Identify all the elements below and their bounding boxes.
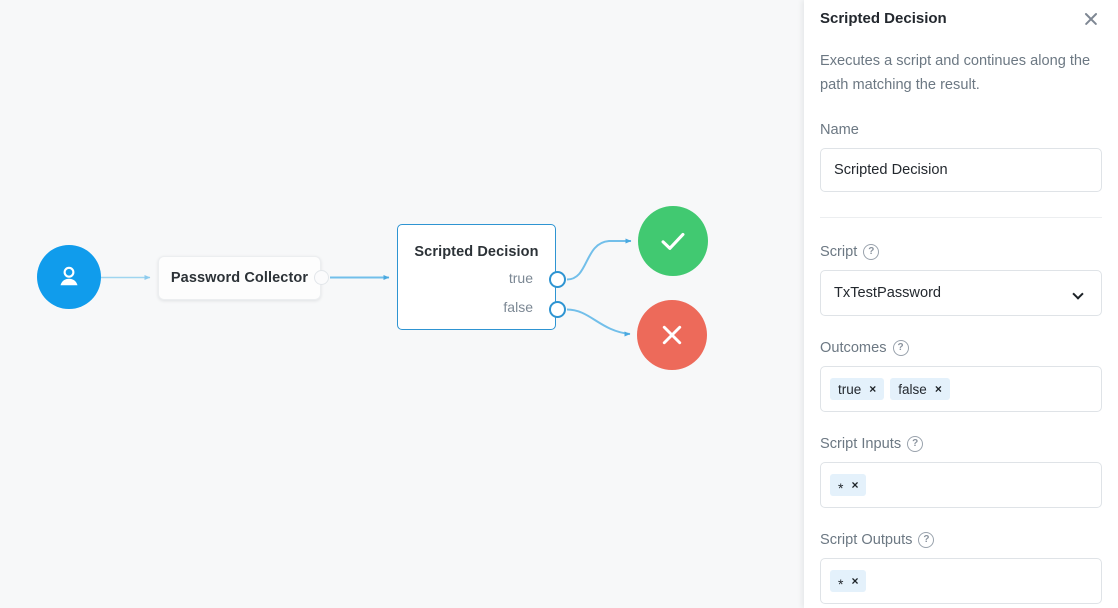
script-outputs-field[interactable]: * × [820,558,1102,604]
node-title: Password Collector [170,270,309,286]
node-outcome-label-false: false [503,299,533,315]
script-label: Script ? [820,244,1102,260]
port-outcome-false[interactable] [549,301,566,318]
chip-outcome-true[interactable]: true × [830,378,885,400]
chip-label: true [838,381,862,397]
node-scripted-decision[interactable]: Scripted Decision true false [397,224,556,330]
chip-script-output-all[interactable]: * × [830,570,867,592]
chip-remove-icon[interactable]: × [851,478,859,492]
check-icon [661,232,685,250]
panel-description: Executes a script and continues along th… [820,53,1091,93]
help-icon-glyph: ? [923,533,930,545]
script-select-value: TxTestPassword [834,285,942,301]
help-icon-glyph: ? [868,245,875,257]
panel-header: Scripted Decision [820,0,1102,30]
name-label: Name [820,122,1102,138]
help-icon[interactable]: ? [892,340,909,356]
node-success[interactable] [638,206,708,276]
name-field[interactable]: Scripted Decision [820,148,1102,192]
script-outputs-label-text: Script Outputs [820,532,913,548]
script-inputs-label-text: Script Inputs [820,436,902,452]
page-title: Scripted Decision [820,10,947,27]
user-icon [60,266,78,286]
node-failure[interactable] [637,300,707,370]
outcomes-label-text: Outcomes [820,340,887,356]
chevron-down-icon [1074,290,1084,296]
chip-label: false [898,381,927,397]
outcomes-label: Outcomes ? [820,340,1102,356]
script-outputs-label: Script Outputs ? [820,532,1102,548]
section-divider [820,217,1102,218]
close-icon[interactable] [1080,8,1102,30]
start-node[interactable] [37,245,101,309]
chip-outcome-false[interactable]: false × [890,378,950,400]
flow-canvas[interactable]: Password Collector Scripted Decision tru… [0,0,804,608]
chip-script-input-all[interactable]: * × [830,474,867,496]
chip-label: * [838,479,844,496]
help-icon[interactable]: ? [918,532,935,548]
name-label-text: Name [820,122,859,138]
outcomes-field[interactable]: true × false × [820,366,1102,412]
script-inputs-label: Script Inputs ? [820,436,1102,452]
help-icon-glyph: ? [912,437,919,449]
script-label-text: Script [820,244,858,260]
node-outcome-label-true: true [508,270,533,286]
script-select[interactable]: TxTestPassword [820,270,1102,316]
cross-icon [662,325,682,345]
chip-remove-icon[interactable]: × [851,574,859,588]
properties-panel: Scripted Decision Executes a script and … [804,0,1118,608]
name-field-value: Scripted Decision [834,162,948,178]
port-output-password-collector[interactable] [314,270,329,285]
node-password-collector[interactable]: Password Collector [158,256,321,300]
chip-remove-icon[interactable]: × [934,382,942,396]
port-outcome-true[interactable] [549,271,566,288]
chip-label: * [838,575,844,592]
help-icon[interactable]: ? [863,244,880,260]
script-inputs-field[interactable]: * × [820,462,1102,508]
help-icon[interactable]: ? [907,436,924,452]
chip-remove-icon[interactable]: × [869,382,877,396]
node-title: Scripted Decision [414,244,539,260]
help-icon-glyph: ? [897,341,904,353]
